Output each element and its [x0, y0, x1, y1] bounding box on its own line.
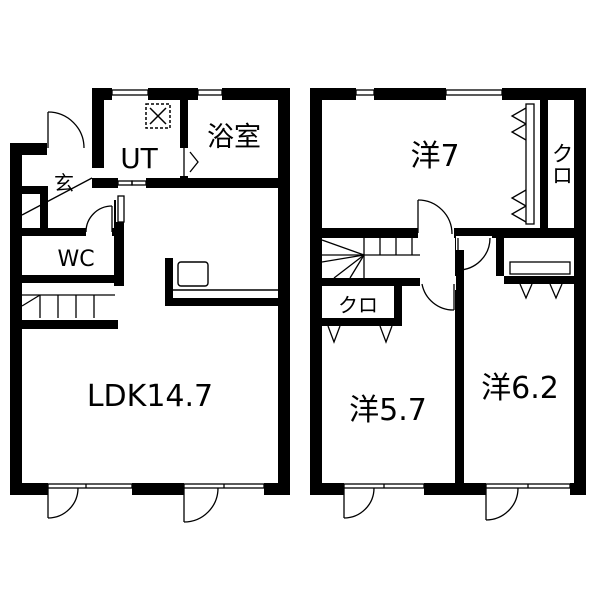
- western-7-door-icon: [417, 199, 454, 240]
- wc-room: WC: [57, 247, 94, 272]
- western-5-7-label: 洋5.7: [349, 393, 427, 428]
- western-5-7-door-icon: [420, 276, 456, 311]
- wc-door-icon: [85, 205, 113, 238]
- bottom-left-window-icon: [343, 481, 425, 519]
- closet-top: クロ: [510, 103, 573, 225]
- bottom-left-door-icon: [47, 481, 133, 519]
- ut-door-icon: [117, 176, 147, 190]
- floor-1: UT 浴室 玄 WC LDK14.7: [10, 86, 290, 523]
- floor-2-stairs: [321, 238, 420, 279]
- closet-top-label: クロ: [548, 142, 573, 186]
- western-5-7-room: 洋5.7: [349, 393, 427, 428]
- bottom-right-door-icon: [183, 481, 265, 523]
- floor-1-top-windows: [111, 86, 223, 223]
- bath-label: 浴室: [207, 122, 261, 153]
- western-6-2-label: 洋6.2: [481, 371, 559, 406]
- genkan-label: 玄: [54, 171, 74, 195]
- floor-1-stairs: [21, 294, 115, 318]
- wc-label: WC: [57, 247, 94, 272]
- western-7-room: 洋7: [410, 139, 459, 174]
- ut-label: UT: [120, 142, 158, 175]
- bath-door-icon: [178, 148, 199, 176]
- closet-mid-doors-icon: [327, 325, 393, 344]
- entrance-door-icon: [47, 111, 85, 158]
- ut-room: UT: [120, 103, 171, 175]
- ventilation-icon: [145, 103, 171, 129]
- western-6-2-room: 洋6.2: [481, 261, 571, 406]
- bottom-right-window-icon: [485, 481, 571, 521]
- genkan-area: 玄: [21, 171, 93, 216]
- closet-mid: クロ: [327, 293, 393, 344]
- closet-mid-label: クロ: [338, 293, 378, 317]
- western-7-label: 洋7: [410, 139, 459, 174]
- hall-door-icon: [456, 236, 492, 271]
- floor-2: 洋7 クロ クロ: [310, 86, 586, 521]
- closet-right-doors-icon: [509, 261, 571, 300]
- ldk-label: LDK14.7: [87, 379, 213, 414]
- kitchen-sink-icon: [173, 261, 278, 291]
- closet-top-doors-icon: [510, 103, 535, 225]
- floor-2-top-windows: [355, 86, 503, 102]
- ldk-room: LDK14.7: [87, 379, 213, 414]
- bath-room: 浴室: [207, 122, 261, 153]
